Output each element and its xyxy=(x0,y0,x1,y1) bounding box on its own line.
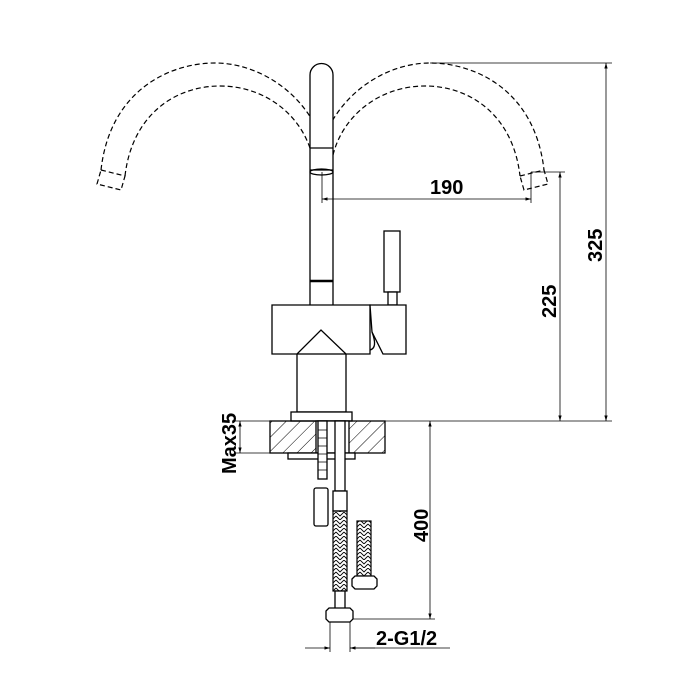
supply-hoses xyxy=(313,420,378,623)
dim-max35-label: Max35 xyxy=(219,413,241,474)
spout xyxy=(309,62,334,323)
dim-connection-label: 2-G1/2 xyxy=(376,628,437,650)
dim-325-label: 325 xyxy=(585,229,607,262)
lever-handle xyxy=(383,230,401,306)
dim-225-label: 225 xyxy=(539,285,561,318)
dimension-lines xyxy=(238,62,612,652)
countertop-section xyxy=(235,420,612,460)
dim-190-label: 190 xyxy=(430,177,463,199)
dim-400-label: 400 xyxy=(411,509,433,542)
faucet-body xyxy=(271,304,407,422)
